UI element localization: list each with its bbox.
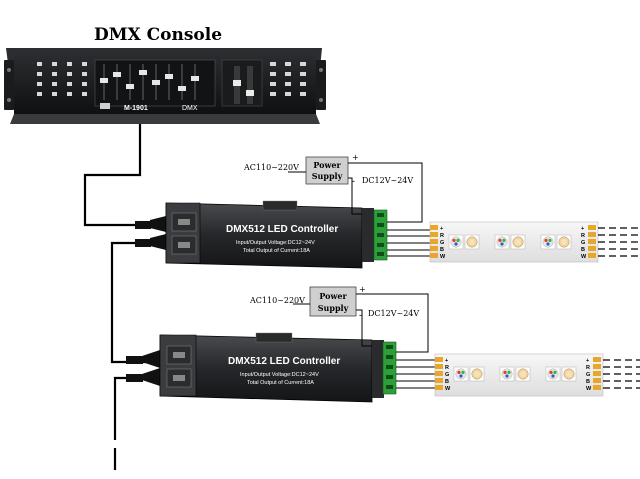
strip-1-continuation	[598, 227, 640, 257]
strip-2-in-label-0: +	[445, 358, 448, 364]
strip-1-in-label-0: +	[440, 226, 443, 232]
power-plus-1: +	[352, 153, 359, 162]
strip-1-in-label-1: R	[440, 233, 444, 239]
controller-2: DMX512 LED Controller Input/Output Volta…	[126, 332, 397, 403]
power-wires-1	[348, 162, 423, 223]
console-brand: M-1901	[124, 105, 148, 112]
power-supply-1-label-2: Supply	[312, 171, 343, 181]
strip-1-out-label-3: B	[581, 247, 585, 253]
controller-1-spec-voltage: Input/Output Voltage:DC12~24V	[236, 240, 315, 246]
dmx-console: M-1901 DMX	[4, 48, 326, 124]
led-strip-2: + R G B W + R G B W	[434, 353, 604, 397]
led-wires-1	[387, 229, 430, 257]
strip-2-out-label-4: W	[586, 386, 592, 392]
controller-2-spec-voltage: Input/Output Voltage:DC12~24V	[240, 372, 319, 378]
strip-1-out-label-2: G	[581, 240, 585, 246]
power-supply-2: Power Supply	[309, 286, 357, 317]
controller-2-spec-current: Total Output of Current:18A	[247, 380, 314, 386]
strip-1-in-label-3: B	[440, 247, 444, 253]
controller-1: DMX512 LED Controller Input/Output Volta…	[135, 200, 388, 269]
dmx-cables	[83, 124, 165, 440]
strip-1-in-label-2: G	[440, 240, 444, 246]
controller-1-spec-current: Total Output of Current:18A	[243, 248, 310, 254]
strip-2-in-label-1: R	[445, 365, 449, 371]
strip-2-out-label-3: B	[586, 379, 590, 385]
strip-2-in-label-2: G	[445, 372, 449, 378]
xlr-plug-in-2	[126, 350, 160, 368]
strip-2-out-label-2: G	[586, 372, 590, 378]
power-supply-2-label-2: Supply	[318, 303, 349, 313]
dc-output-label-1: DC12V~24V	[362, 176, 413, 185]
power-supply-1-label-1: Power	[313, 160, 341, 170]
controller-1-name: DMX512 LED Controller	[226, 224, 338, 235]
strip-2-continuation	[603, 359, 640, 389]
xlr-plug-out-1	[135, 234, 166, 250]
xlr-plug-out-2	[126, 368, 160, 386]
strip-1-in-label-4: W	[440, 254, 446, 260]
strip-2-in-label-4: W	[445, 386, 451, 392]
strip-2-out-label-1: R	[586, 365, 590, 371]
strip-1-out-label-4: W	[581, 254, 587, 260]
console-mode: DMX	[182, 105, 198, 112]
strip-2-out-label-0: +	[586, 358, 589, 364]
address-switch-1	[262, 200, 298, 211]
power-plus-2: +	[359, 285, 366, 294]
power-wires-2	[356, 293, 429, 353]
ac-input-label-2: AC110~220V	[249, 296, 305, 305]
power-supply-1: Power Supply	[305, 156, 349, 185]
strip-1-out-label-0: +	[581, 226, 584, 232]
strip-2-in-label-3: B	[445, 379, 449, 385]
strip-1-out-label-1: R	[581, 233, 585, 239]
power-minus-2: -	[359, 311, 362, 321]
led-strip-1: + R G B W + R G B W	[429, 221, 599, 263]
address-switch-2	[255, 332, 293, 343]
controller-2-name: DMX512 LED Controller	[228, 356, 340, 367]
console-logo-icon	[100, 103, 110, 109]
ac-input-label-1: AC110~220V	[243, 163, 299, 172]
diagram-title: DMX Console	[94, 25, 222, 45]
led-wires-2	[396, 359, 435, 389]
xlr-plug-in-1	[135, 216, 166, 232]
power-supply-2-label-1: Power	[319, 291, 347, 301]
power-minus-1: -	[352, 177, 355, 187]
dc-output-label-2: DC12V~24V	[368, 309, 419, 318]
